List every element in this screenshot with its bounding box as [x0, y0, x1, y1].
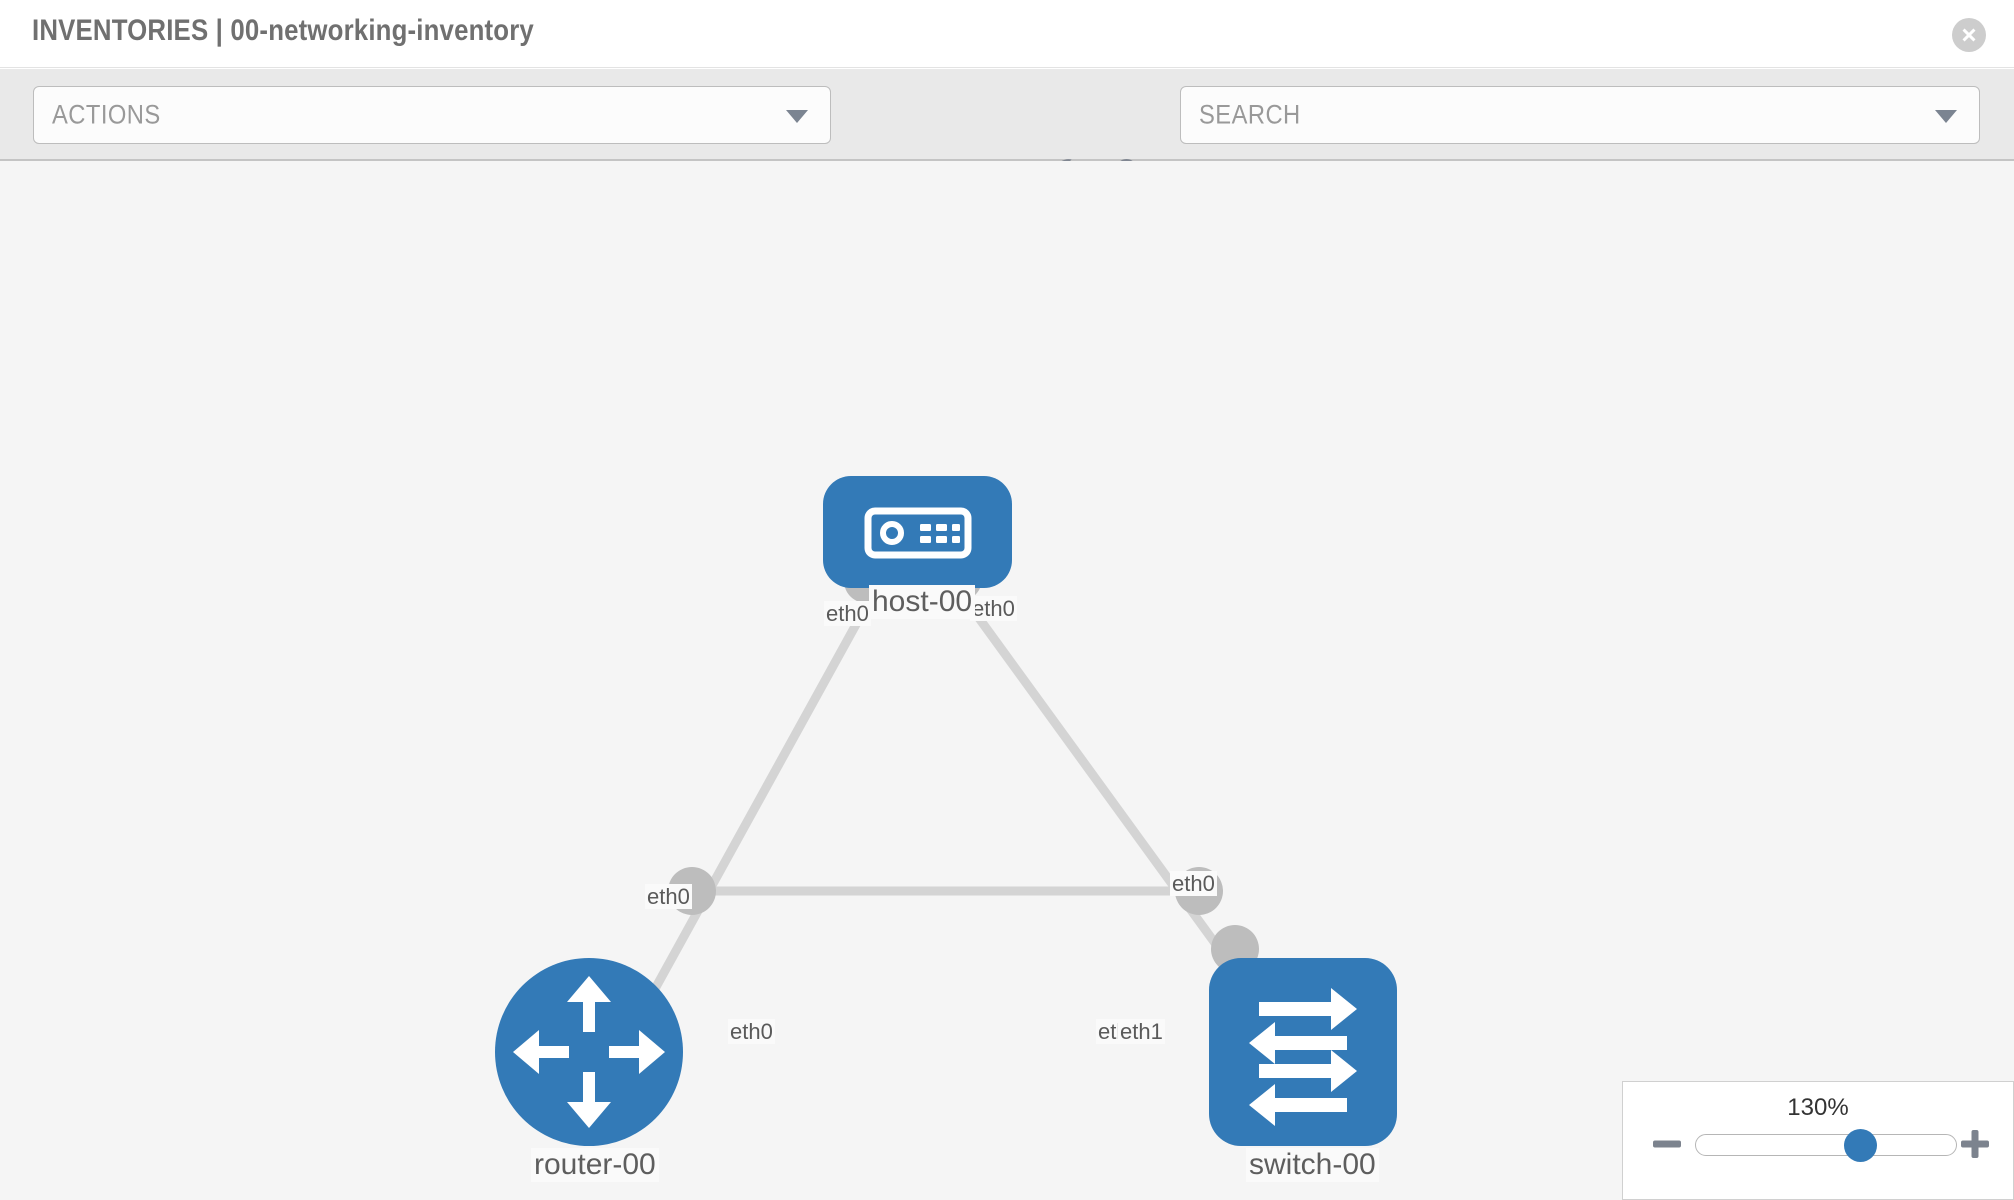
search-placeholder: SEARCH — [1199, 99, 1301, 130]
iface-label: eth0 — [824, 601, 871, 627]
topology-canvas[interactable]: eth0 eth0 eth0 eth0 eth0 eth0 eth1 host-… — [0, 161, 2014, 1200]
iface-label: eth0 — [728, 1019, 775, 1045]
iface-label: eth0 — [970, 596, 1017, 622]
zoom-slider-thumb[interactable] — [1844, 1129, 1877, 1162]
node-host-00 — [823, 476, 1012, 588]
actions-dropdown-label: ACTIONS — [52, 99, 161, 130]
topology-edges — [636, 578, 1232, 1019]
iface-label: eth0 — [645, 884, 692, 910]
close-icon[interactable] — [1952, 18, 1986, 52]
chevron-down-icon — [786, 110, 808, 123]
actions-dropdown[interactable]: ACTIONS — [33, 86, 831, 144]
node-label-host-00: host-00 — [869, 585, 976, 619]
search-input[interactable]: SEARCH — [1180, 86, 1980, 144]
iface-label: eth1 — [1118, 1019, 1165, 1045]
toolbar: ACTIONS SEARCH — [0, 69, 2014, 198]
topology-graph — [495, 476, 1397, 1146]
node-switch-00 — [1209, 958, 1397, 1146]
node-label-switch-00: switch-00 — [1246, 1148, 1379, 1182]
edge-host00-router00 — [636, 578, 884, 1019]
topology-endpoints — [668, 557, 1259, 973]
zoom-control: 130% — [1622, 1081, 2014, 1200]
page-title: INVENTORIES | 00-networking-inventory — [32, 14, 534, 47]
minus-icon[interactable] — [1651, 1128, 1683, 1160]
plus-icon[interactable] — [1959, 1128, 1991, 1160]
node-label-router-00: router-00 — [531, 1148, 659, 1182]
zoom-level-value: 130% — [1787, 1094, 1849, 1121]
iface-label: eth0 — [1170, 871, 1217, 897]
chevron-down-icon — [1935, 110, 1957, 123]
page-header: INVENTORIES | 00-networking-inventory — [0, 0, 2014, 68]
node-router-00 — [495, 958, 683, 1146]
zoom-slider[interactable] — [1695, 1129, 1957, 1162]
